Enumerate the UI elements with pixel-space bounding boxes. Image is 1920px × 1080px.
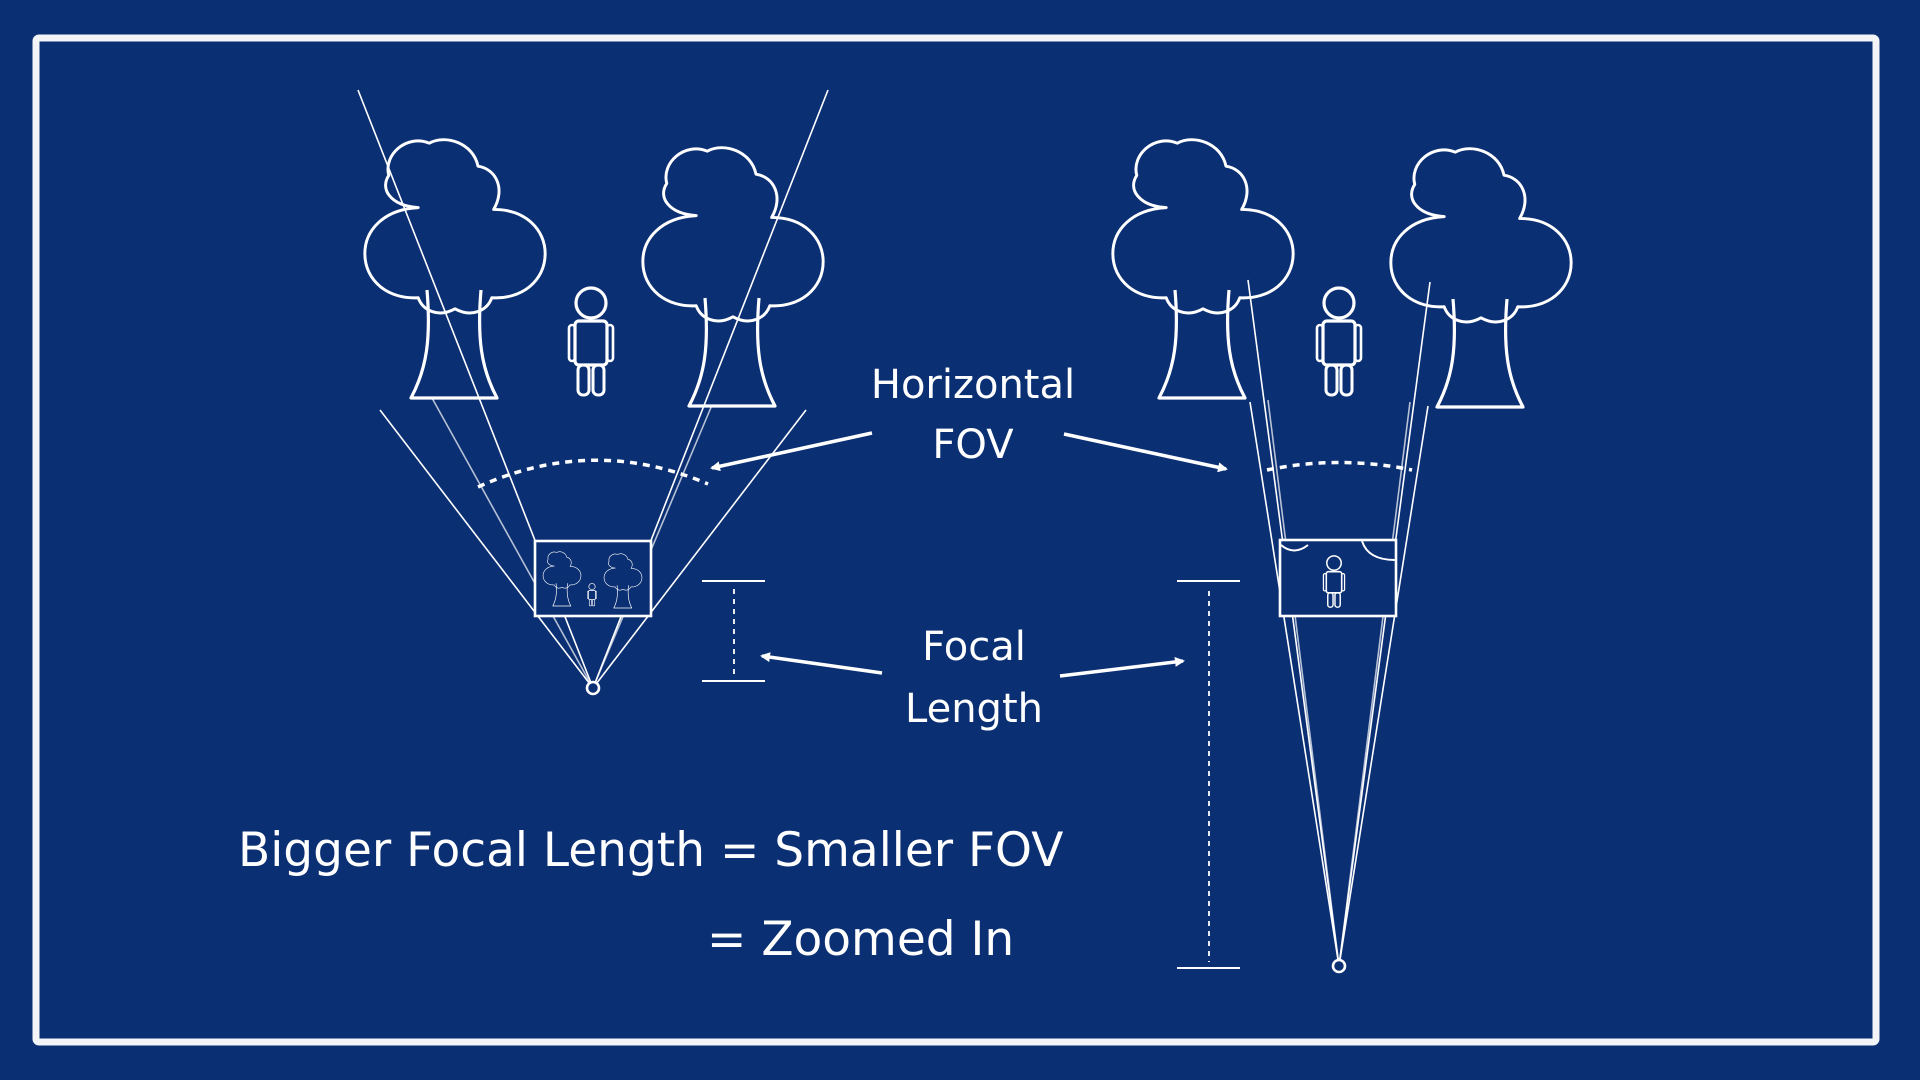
fov-arc xyxy=(1266,460,1413,472)
camera-point-icon xyxy=(1331,958,1347,974)
fov-annotation: Horizontal FOV xyxy=(710,362,1228,473)
camera-point-icon xyxy=(585,680,601,696)
image-plane xyxy=(533,539,653,618)
fov-arc xyxy=(477,458,709,489)
frame-border xyxy=(32,34,1880,1046)
focal-length-bracket xyxy=(1177,580,1240,969)
tree-icon xyxy=(363,138,547,400)
equation: Bigger Focal Length = Smaller FOV = Zoom… xyxy=(238,823,1063,967)
fov-label-line1: Horizontal xyxy=(871,362,1075,408)
focal-label-line2: Length xyxy=(905,686,1043,732)
focal-length-bracket xyxy=(702,580,765,682)
arrow-to-right-focal xyxy=(1059,657,1185,678)
narrow-fov-diagram xyxy=(1111,138,1573,974)
arrow-to-right-fov xyxy=(1063,432,1228,473)
tree-icon xyxy=(641,146,825,408)
sight-lines xyxy=(1247,279,1431,967)
equation-line2: = Zoomed In xyxy=(707,912,1014,967)
person-icon xyxy=(1315,286,1363,397)
fov-label-line2: FOV xyxy=(932,422,1014,468)
person-icon xyxy=(567,286,615,397)
equation-line1: Bigger Focal Length = Smaller FOV xyxy=(238,823,1063,878)
arrow-to-left-focal xyxy=(760,652,883,675)
arrow-to-left-fov xyxy=(710,431,873,472)
wide-fov-diagram xyxy=(357,89,829,696)
focal-label-line1: Focal xyxy=(922,624,1026,670)
focal-length-annotation: Focal Length xyxy=(760,624,1185,732)
image-plane xyxy=(1278,538,1398,618)
tree-icon xyxy=(1111,138,1295,400)
